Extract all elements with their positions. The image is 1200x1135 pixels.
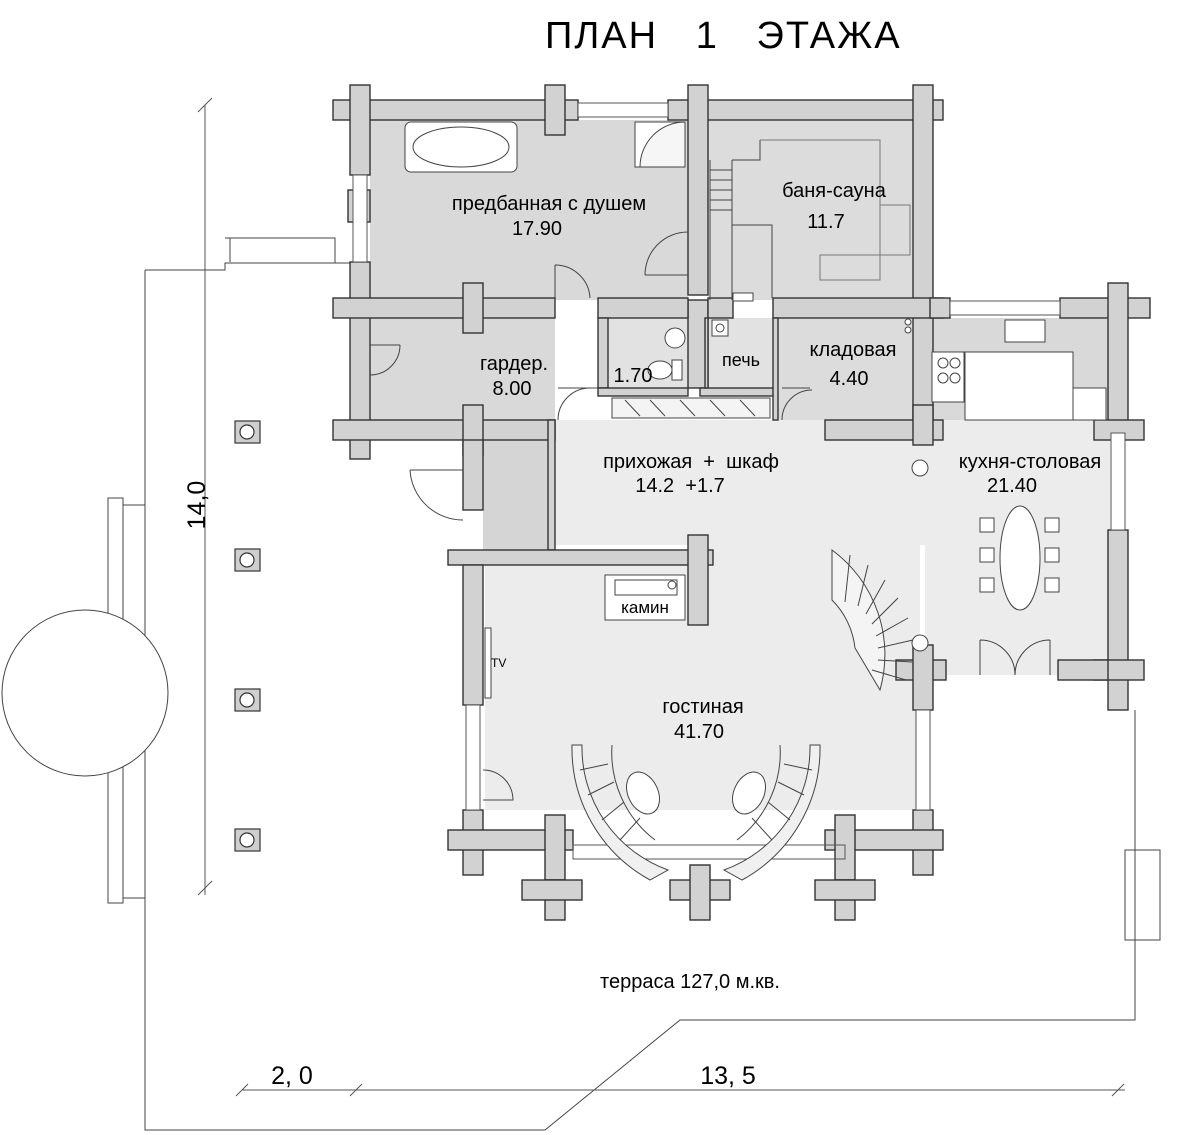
room-prihozhaya-name: прихожая + шкаф xyxy=(603,451,779,473)
dimension-height: 14,0 xyxy=(183,481,211,530)
room-gostinaya-name: гостиная xyxy=(662,696,743,718)
fixtures xyxy=(404,121,1107,881)
room-garder-name: гардер. xyxy=(480,353,548,375)
tv-label: TV xyxy=(491,656,506,670)
room-predbannaya-area: 17.90 xyxy=(512,218,562,240)
dimension-labels: 14,0 2, 0 13, 5 xyxy=(183,481,756,1090)
kamin-label: камин xyxy=(621,598,669,617)
terrace-label: терраса 127,0 м.кв. xyxy=(600,971,780,993)
room-gostinaya-area: 41.70 xyxy=(674,721,724,743)
room-predbannaya-name: предбанная с душем xyxy=(452,193,646,215)
room-kuhnya-name: кухня-столовая xyxy=(959,451,1102,473)
room-banya-name: баня-сауна xyxy=(782,180,887,202)
room-prihozhaya-area: 14.2 +1.7 xyxy=(635,475,725,497)
room-kuhnya-area: 21.40 xyxy=(987,475,1037,497)
room-kladovaya-name: кладовая xyxy=(810,339,897,361)
room-garder-area: 8.00 xyxy=(493,378,532,400)
room-kladovaya-area: 4.40 xyxy=(830,368,869,390)
gazebo-circle xyxy=(1,609,169,777)
dimension-lines xyxy=(197,97,1125,1097)
room-pech-name: печь xyxy=(722,350,760,370)
doors xyxy=(229,231,1051,801)
room-banya-area: 11.7 xyxy=(807,211,844,233)
plan-title: ПЛАН 1 ЭТАЖА xyxy=(545,15,902,57)
windows xyxy=(352,102,1126,860)
room-wc-area: 1.70 xyxy=(614,365,653,387)
terrace-posts xyxy=(234,420,261,852)
room-labels: предбанная с душем 17.90 баня-сауна 11.7… xyxy=(452,180,1101,993)
walls xyxy=(332,84,1151,921)
dimension-width-main: 13, 5 xyxy=(700,1062,756,1090)
dimension-width-left: 2, 0 xyxy=(271,1062,313,1090)
